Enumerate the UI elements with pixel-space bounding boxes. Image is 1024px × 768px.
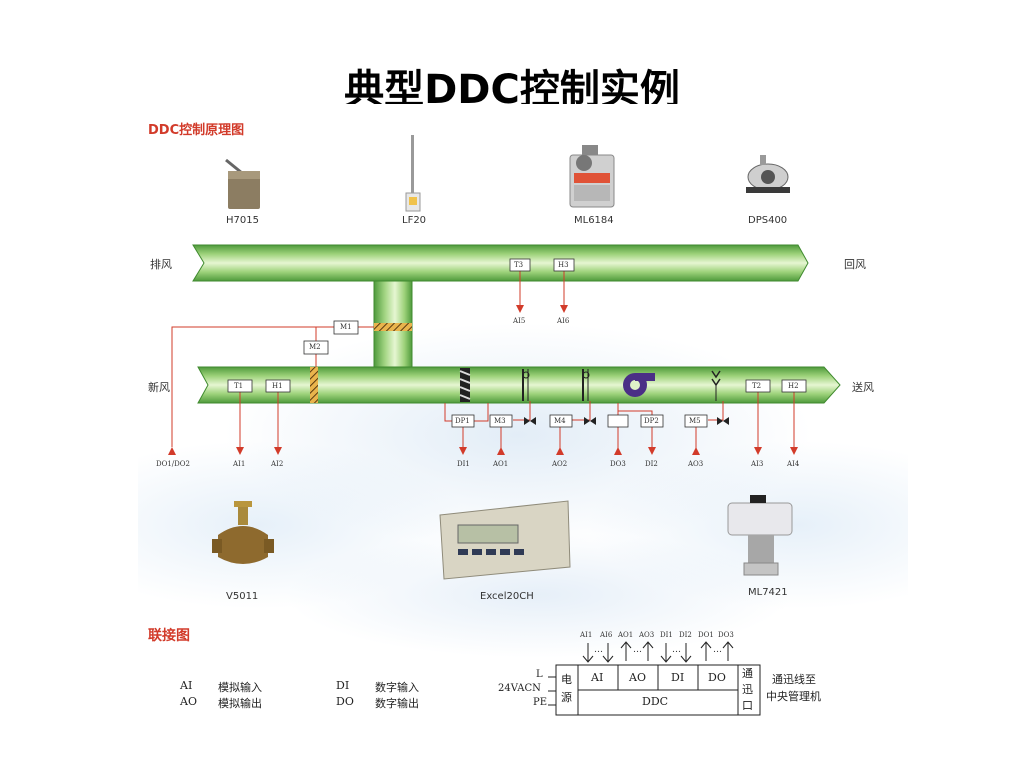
signal-do1do2: DO1/DO2 <box>156 460 190 468</box>
box-h2: H2 <box>788 382 799 390</box>
slide-title: 典型DDC控制实例 <box>344 67 680 104</box>
signal-do3: DO3 <box>610 460 626 468</box>
signal-ai1: AI1 <box>233 460 246 468</box>
terminal-ao1: AO1 <box>618 631 634 639</box>
terminal-ao3: AO3 <box>639 631 655 639</box>
signal-ao3: AO3 <box>688 460 704 468</box>
box-m1: M1 <box>340 323 352 331</box>
ml7421-actuator-image <box>727 495 793 576</box>
ml6184-actuator-image <box>569 145 615 208</box>
box-t2: T2 <box>752 382 762 390</box>
signal-ai5: AI5 <box>513 317 526 325</box>
legend-di-desc: 数字输入 <box>375 681 419 694</box>
box-dp2: DP2 <box>644 417 659 425</box>
comm-label-2: 迅 <box>742 683 753 696</box>
legend-ai-desc: 模拟输入 <box>218 681 262 694</box>
port-do: DO <box>708 671 726 684</box>
legend-ai-code: AI <box>180 679 193 692</box>
v5011-valve-image <box>212 501 274 564</box>
h7015-sensor-image <box>225 158 260 209</box>
box-m5: M5 <box>689 417 701 425</box>
signal-ai3: AI3 <box>751 460 764 468</box>
port-ai: AI <box>591 671 604 684</box>
ddc-label: DDC <box>642 695 669 708</box>
power-pe: PE <box>533 697 548 708</box>
dots-ao: … <box>633 645 642 655</box>
box-h3: H3 <box>558 261 569 269</box>
signal-ai6: AI6 <box>557 317 570 325</box>
box-m3: M3 <box>494 417 506 425</box>
comm-note-1: 通迅线至 <box>772 673 816 686</box>
terminal-ai6: AI6 <box>600 631 613 639</box>
ddc-wiring-diagram <box>548 641 761 716</box>
signal-ao1: AO1 <box>493 460 509 468</box>
legend-do-code: DO <box>336 695 354 708</box>
supply-fan <box>623 373 655 397</box>
box-t1: T1 <box>234 382 244 390</box>
box-m2: M2 <box>309 343 321 351</box>
signal-ai4: AI4 <box>787 460 800 468</box>
box-dp1: DP1 <box>455 417 470 425</box>
heating-coil <box>582 369 590 401</box>
valves <box>524 417 729 425</box>
air-label-exhaust: 排风 <box>150 258 172 271</box>
device-label-dps400: DPS400 <box>748 215 788 226</box>
legend-di-code: DI <box>336 679 350 692</box>
dots-do: … <box>713 645 722 655</box>
sky-background <box>138 105 908 755</box>
diagram-panel: DDC控制原理图 <box>138 105 908 755</box>
box-t3: T3 <box>514 261 524 269</box>
terminal-do1: DO1 <box>698 631 714 639</box>
signal-ai2: AI2 <box>271 460 284 468</box>
terminal-di1: DI1 <box>660 631 673 639</box>
power-voltage: 24VACN <box>498 683 541 694</box>
exhaust-return-duct <box>192 244 809 282</box>
dps400-switch-image <box>746 155 790 193</box>
bypass-damper <box>374 323 412 331</box>
cooling-coil <box>522 369 530 401</box>
section-title: DDC控制原理图 <box>148 123 245 138</box>
power-label-1: 电 <box>561 673 572 686</box>
device-label-lf20: LF20 <box>402 215 427 226</box>
device-label-excel20ch: Excel20CH <box>480 591 534 602</box>
signal-di2: DI2 <box>645 460 658 468</box>
filter-element <box>459 368 471 402</box>
legend-ao-code: AO <box>180 695 197 708</box>
comm-label-3: 口 <box>742 699 753 712</box>
fresh-air-damper <box>310 367 318 403</box>
ddc-schematic <box>168 135 841 716</box>
terminal-ai1: AI1 <box>580 631 593 639</box>
wiring-title: 联接图 <box>148 628 190 644</box>
signal-ao2: AO2 <box>552 460 568 468</box>
air-label-return: 回风 <box>844 258 866 271</box>
device-label-ml6184: ML6184 <box>574 215 614 226</box>
excel20ch-controller-image <box>439 500 571 580</box>
lf20-sensor-image <box>405 135 421 212</box>
power-label-2: 源 <box>561 691 572 704</box>
comm-label-1: 通 <box>742 667 753 680</box>
air-label-fresh: 新风 <box>148 381 170 394</box>
legend-do-desc: 数字输出 <box>375 697 419 710</box>
device-label-h7015: H7015 <box>226 215 259 226</box>
device-label-v5011: V5011 <box>226 591 259 602</box>
control-wiring <box>171 271 795 451</box>
signal-arrows <box>168 305 798 455</box>
fresh-supply-duct <box>197 366 841 404</box>
terminal-do3: DO3 <box>718 631 734 639</box>
air-label-supply: 送风 <box>852 381 874 394</box>
terminal-di2: DI2 <box>679 631 692 639</box>
box-h1: H1 <box>272 382 283 390</box>
dots-di: … <box>672 645 681 655</box>
dots-ai: … <box>594 645 603 655</box>
box-m4: M4 <box>554 417 566 425</box>
port-di: DI <box>671 671 685 684</box>
comm-note-2: 中央管理机 <box>766 690 821 703</box>
signal-di1: DI1 <box>457 460 470 468</box>
humidifier <box>711 370 721 401</box>
port-ao: AO <box>629 671 646 684</box>
power-l: L <box>536 669 543 680</box>
legend-ao-desc: 模拟输出 <box>218 697 262 710</box>
device-label-ml7421: ML7421 <box>748 587 788 598</box>
